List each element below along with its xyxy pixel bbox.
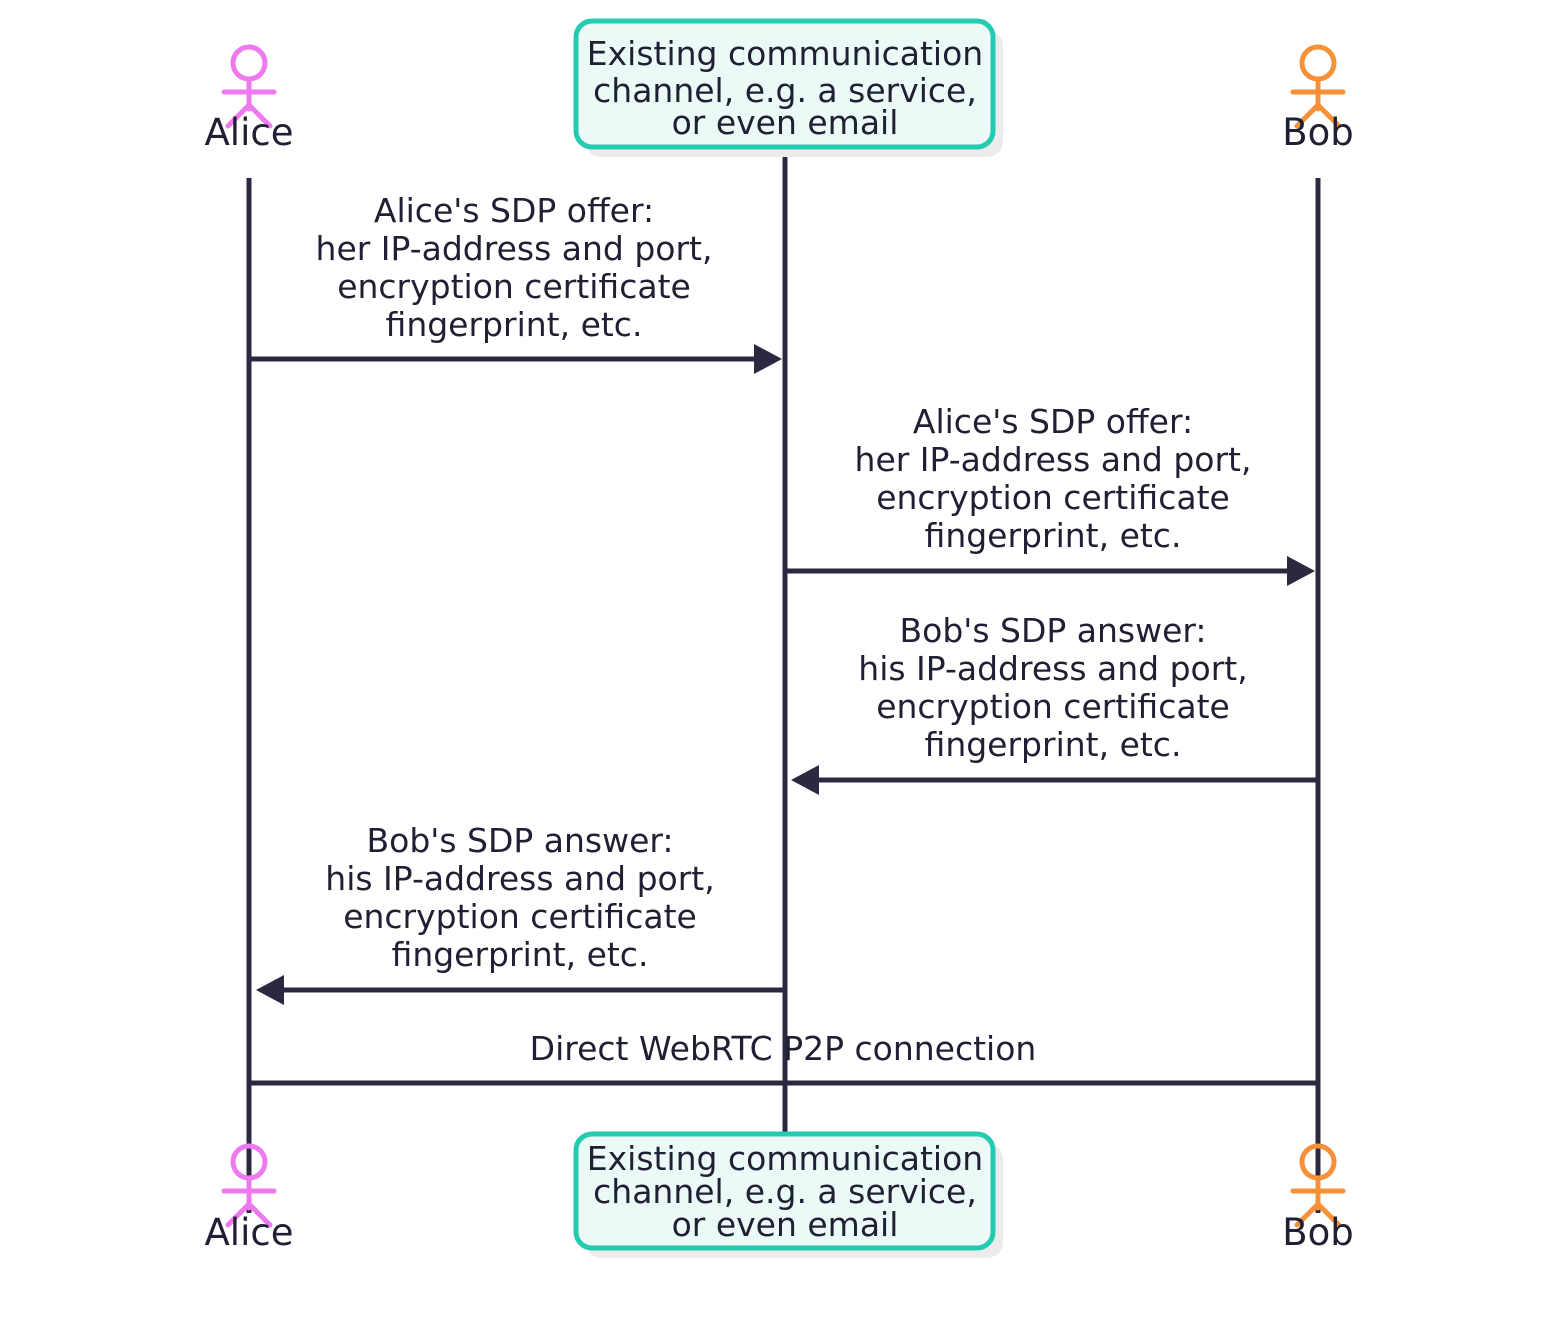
channel-box-line3-top: or even email	[672, 103, 899, 142]
participant-bob-bottom[interactable]: Bob	[1282, 1143, 1354, 1254]
participant-channel-top[interactable]: Existing communication channel, e.g. a s…	[573, 18, 1003, 157]
actor-icon-alice-bottom	[221, 1143, 277, 1228]
message-3-line3: encryption certificate	[876, 687, 1230, 726]
participant-bob-top[interactable]: Bob	[1282, 44, 1354, 154]
message-2-line1: Alice's SDP offer:	[913, 402, 1193, 441]
message-1-line2: her IP-address and port,	[316, 229, 713, 268]
channel-box-top	[573, 18, 996, 150]
message-4-line4: fingerprint, etc.	[392, 935, 649, 974]
message-1-line3: encryption certificate	[337, 267, 691, 306]
message-3-line4: fingerprint, etc.	[925, 725, 1182, 764]
message-4-channel-to-alice[interactable]: Bob's SDP answer: his IP-address and por…	[256, 821, 785, 1005]
actor-label-alice-top: Alice	[205, 111, 294, 154]
message-3-bob-to-channel[interactable]: Bob's SDP answer: his IP-address and por…	[791, 611, 1318, 795]
channel-box-line1-bottom: Existing communication	[587, 1139, 983, 1178]
channel-box-line2-top: channel, e.g. a service,	[593, 71, 977, 110]
message-1-alice-to-channel[interactable]: Alice's SDP offer: her IP-address and po…	[249, 191, 782, 374]
message-2-line4: fingerprint, etc.	[925, 516, 1182, 555]
actor-label-bob-top: Bob	[1282, 111, 1354, 154]
channel-box-line2-bottom: channel, e.g. a service,	[593, 1172, 977, 1211]
message-5-line1: Direct WebRTC P2P connection	[530, 1029, 1037, 1068]
participant-alice-bottom[interactable]: Alice	[205, 1143, 294, 1254]
message-4-line3: encryption certificate	[343, 897, 697, 936]
message-4-arrowhead-left	[256, 975, 284, 1005]
channel-box-line1-top: Existing communication	[587, 34, 983, 73]
message-5-direct-p2p[interactable]: Direct WebRTC P2P connection	[249, 1029, 1318, 1086]
message-3-arrowhead-left	[791, 765, 819, 795]
message-2-arrowhead-right	[1287, 556, 1315, 586]
message-3-line1: Bob's SDP answer:	[899, 611, 1206, 650]
actor-label-bob-bottom: Bob	[1282, 1211, 1354, 1254]
message-3-line2: his IP-address and port,	[858, 649, 1247, 688]
actor-icon-bob-top	[1290, 44, 1346, 129]
message-1-line1: Alice's SDP offer:	[374, 191, 654, 230]
channel-box-bottom	[573, 1131, 996, 1251]
message-1-arrowhead-right	[754, 344, 782, 374]
participant-channel-bottom[interactable]: Existing communication channel, e.g. a s…	[573, 1131, 1003, 1258]
participant-alice-top[interactable]: Alice	[205, 44, 294, 154]
message-2-channel-to-bob[interactable]: Alice's SDP offer: her IP-address and po…	[785, 402, 1315, 586]
lifelines-group	[246, 147, 1321, 1213]
channel-box-line3-bottom: or even email	[672, 1205, 899, 1244]
message-4-line1: Bob's SDP answer:	[366, 821, 673, 860]
actor-icon-bob-bottom	[1290, 1143, 1346, 1228]
message-2-line3: encryption certificate	[876, 478, 1230, 517]
message-1-line4: fingerprint, etc.	[386, 305, 643, 344]
actor-label-alice-bottom: Alice	[205, 1211, 294, 1254]
message-2-line2: her IP-address and port,	[855, 440, 1252, 479]
message-4-line2: his IP-address and port,	[325, 859, 714, 898]
actor-icon-alice-top	[221, 44, 277, 129]
